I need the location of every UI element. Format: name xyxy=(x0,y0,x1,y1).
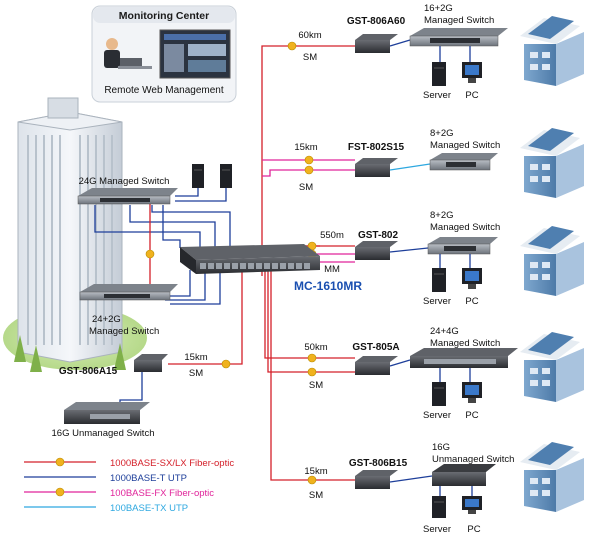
branch-5-pc-icon xyxy=(462,496,482,514)
branch-3-converter xyxy=(355,241,398,260)
legend-label: 1000BASE-T UTP xyxy=(110,473,187,484)
branch-1-pc-label: PC xyxy=(465,90,478,101)
branch-4-pc-label: PC xyxy=(465,410,478,421)
unmanaged-switch-label: 16G Unmanaged Switch xyxy=(52,428,155,439)
branch-5-server-icon xyxy=(432,496,446,518)
branch-4-pc-icon xyxy=(462,382,482,403)
branch-3-pc-icon xyxy=(462,268,482,289)
branch-4-server-icon xyxy=(432,382,446,406)
branch-2-distance: 15km xyxy=(294,142,317,153)
legend-item-fiber-sx-lx: 1000BASE-SX/LX Fiber-optic xyxy=(24,457,234,469)
converter-806a15 xyxy=(134,354,168,372)
branch-2: FST-802S15 15km SM 8+2G Managed Switch xyxy=(294,128,500,193)
switch-24g-label: 24G Managed Switch xyxy=(79,176,170,187)
connector-dots xyxy=(145,41,317,485)
branch-2-converter xyxy=(355,158,398,177)
branch-1-distance: 60km xyxy=(298,30,321,41)
legend-item-utp-1000: 1000BASE-T UTP xyxy=(24,473,187,484)
branch-1-server-icon xyxy=(432,62,446,86)
branch-2-mode: SM xyxy=(299,182,313,193)
branch-3-server-label: Server xyxy=(423,296,451,307)
switch-24g xyxy=(77,188,178,205)
building-icon xyxy=(520,128,584,198)
branch-5: GST-806B15 15km SM 16G Unmanaged Switch … xyxy=(304,442,514,535)
switch-24-2g xyxy=(79,284,178,301)
branch-4-switch xyxy=(410,348,518,368)
branch-3-distance: 550m xyxy=(320,230,344,241)
branch-2-switch xyxy=(429,153,498,171)
branch-4-server-label: Server xyxy=(423,410,451,421)
branch-3-switch xyxy=(427,237,498,255)
branch-5-switch-label-1: 16G xyxy=(432,442,450,453)
building-icon xyxy=(520,16,584,86)
legend-label: 100BASE-FX Fiber-optic xyxy=(110,488,214,499)
branch-5-distance: 15km xyxy=(304,466,327,477)
monitoring-center: Monitoring Center Remote Web Management xyxy=(91,5,237,103)
branch-1-converter-label: GST-806A60 xyxy=(347,16,406,27)
legend-label: 100BASE-TX UTP xyxy=(110,503,188,514)
branch-1-switch-label-2: Managed Switch xyxy=(424,15,494,26)
branch-3: GST-802 550m MM 8+2G Managed Switch Serv… xyxy=(320,210,500,307)
branch-5-server-label: Server xyxy=(423,524,451,535)
branch-3-converter-label: GST-802 xyxy=(358,230,398,241)
branch-4-converter xyxy=(355,356,398,375)
branch-3-switch-label-1: 8+2G xyxy=(430,210,454,221)
central-label: MC-1610MR xyxy=(294,279,362,293)
branch-3-server-icon xyxy=(432,268,446,292)
branch-2-switch-label-1: 8+2G xyxy=(430,128,454,139)
branch-2-converter-label: FST-802S15 xyxy=(348,142,405,153)
legend: 1000BASE-SX/LX Fiber-optic 1000BASE-T UT… xyxy=(24,457,234,514)
branch-1-mode: SM xyxy=(303,52,317,63)
branch-5-switch xyxy=(432,464,496,486)
branch-1-converter xyxy=(355,34,398,53)
monitoring-title: Monitoring Center xyxy=(119,10,209,22)
branch-4-switch-label-1: 24+4G xyxy=(430,326,459,337)
remote-buildings xyxy=(520,16,584,512)
left-link-mode: SM xyxy=(189,368,203,379)
branch-3-mode: MM xyxy=(324,264,340,275)
branch-4: GST-805A 50km SM 24+4G Managed Switch Se… xyxy=(304,326,518,421)
branch-4-mode: SM xyxy=(309,380,323,391)
monitoring-subtitle: Remote Web Management xyxy=(104,85,224,96)
legend-item-utp-100: 100BASE-TX UTP xyxy=(24,503,188,514)
branch-1-pc-icon xyxy=(462,62,482,83)
branch-4-converter-label: GST-805A xyxy=(352,342,399,353)
switch-24-2g-label-2: Managed Switch xyxy=(89,326,159,337)
branch-5-mode: SM xyxy=(309,490,323,501)
branch-4-switch-label-2: Managed Switch xyxy=(430,338,500,349)
branch-1-switch-label-1: 16+2G xyxy=(424,3,453,14)
branch-2-switch-label-2: Managed Switch xyxy=(430,140,500,151)
branch-5-converter xyxy=(355,470,398,489)
branch-5-converter-label: GST-806B15 xyxy=(349,458,408,469)
central-chassis xyxy=(180,244,320,274)
switch-24-2g-label-1: 24+2G xyxy=(92,314,121,325)
branch-5-switch-label-2: Unmanaged Switch xyxy=(432,454,514,465)
converter-806a15-label: GST-806A15 xyxy=(59,366,118,377)
building-icon xyxy=(520,332,584,402)
branch-1: GST-806A60 60km SM 16+2G Managed Switch … xyxy=(298,3,508,101)
branch-5-pc-label: PC xyxy=(467,524,480,535)
legend-item-fiber-fx: 100BASE-FX Fiber-optic xyxy=(24,487,214,499)
building-icon xyxy=(520,226,584,296)
legend-label: 1000BASE-SX/LX Fiber-optic xyxy=(110,458,234,469)
branch-3-pc-label: PC xyxy=(465,296,478,307)
branch-1-server-label: Server xyxy=(423,90,451,101)
branch-4-distance: 50km xyxy=(304,342,327,353)
top-servers xyxy=(192,164,232,188)
branch-3-switch-label-2: Managed Switch xyxy=(430,222,500,233)
branch-1-switch xyxy=(409,28,508,47)
building-icon xyxy=(520,442,584,512)
unmanaged-switch-16g xyxy=(64,402,150,424)
left-link-distance: 15km xyxy=(184,352,207,363)
